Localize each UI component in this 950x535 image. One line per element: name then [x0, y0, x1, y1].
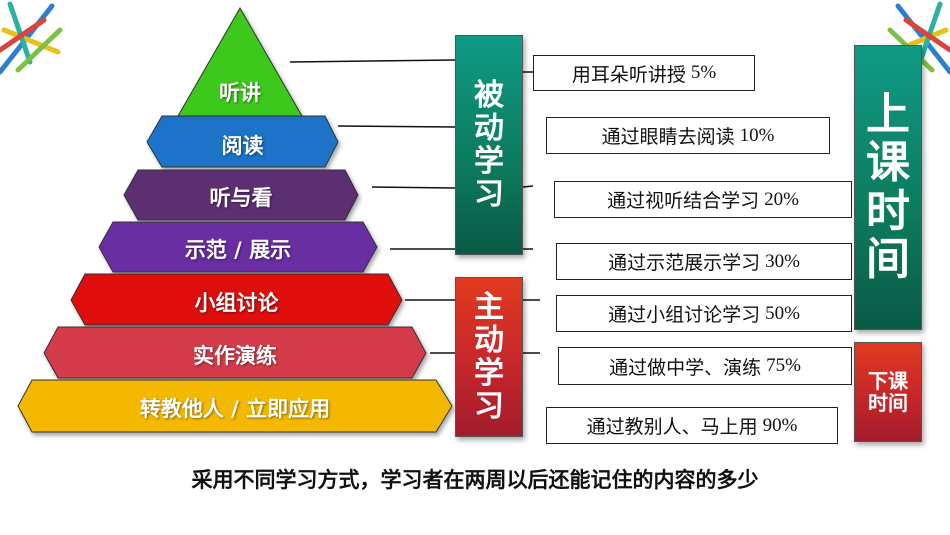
- pyramid-label-discussion: 小组讨论: [194, 291, 279, 315]
- after-class-line-1: 下课: [868, 369, 908, 393]
- pyramid-layer-demonstration: [98, 221, 378, 273]
- retention-text: 通过小组讨论学习: [608, 304, 761, 326]
- pyramid-label-reading: 阅读: [221, 134, 264, 158]
- pyramid-label-audiovisual: 听与看: [209, 186, 273, 210]
- pyramid-layer-reading: [146, 115, 339, 168]
- passive-char-2: 动: [474, 111, 504, 146]
- retention-percent: 10%: [739, 124, 775, 146]
- retention-text: 通过教别人、马上用: [586, 416, 758, 438]
- active-learning-bar: 主 动 学 习: [455, 277, 523, 437]
- in-class-time-bar: 上 课 时 间: [854, 45, 922, 330]
- pyramid-label-listening: 听讲: [219, 81, 261, 105]
- retention-percent: 50%: [765, 302, 800, 324]
- in-class-char-1: 上: [866, 88, 910, 140]
- pyramid-label-teach-others: 转教他人 / 立即应用: [139, 397, 331, 421]
- retention-percent: 5%: [690, 62, 717, 83]
- pyramid-layer-discussion: [70, 273, 403, 326]
- corner-decoration-left: [0, 1, 63, 75]
- in-class-char-3: 时: [866, 185, 910, 237]
- after-class-time-box: 下课 时间: [854, 342, 922, 442]
- active-char-4: 习: [474, 389, 504, 424]
- retention-percent: 90%: [762, 414, 798, 436]
- retention-text: 通过眼睛去阅读: [601, 126, 735, 148]
- in-class-char-4: 间: [866, 233, 910, 285]
- retention-text: 用耳朵听讲授: [571, 63, 686, 86]
- retention-percent: 75%: [766, 355, 801, 376]
- retention-text: 通过示范展示学习: [608, 252, 761, 274]
- passive-char-4: 习: [474, 177, 504, 212]
- connector-lines: [289, 59, 540, 354]
- active-char-2: 动: [474, 323, 504, 358]
- passive-char-1: 被: [474, 78, 504, 113]
- passive-char-3: 学: [474, 144, 504, 179]
- pyramid-layer-practice: [43, 326, 427, 379]
- retention-percent: 20%: [764, 188, 799, 210]
- active-char-1: 主: [474, 290, 504, 325]
- active-char-3: 学: [474, 356, 504, 391]
- pyramid-label-demonstration: 示范 / 展示: [184, 238, 292, 262]
- retention-percent: 30%: [765, 250, 800, 272]
- after-class-line-2: 时间: [868, 391, 908, 415]
- corner-decoration-right: [887, 1, 950, 75]
- pyramid-label-practice: 实作演练: [193, 344, 277, 368]
- passive-learning-bar: 被 动 学 习: [455, 35, 523, 255]
- in-class-char-2: 课: [866, 137, 910, 189]
- diagram-caption: 采用不同学习方式，学习者在两周以后还能记住的内容的多少: [191, 468, 759, 492]
- pyramid-layer-teach-others: [17, 379, 453, 433]
- retention-text: 通过做中学、演练: [609, 356, 762, 379]
- retention-text: 通过视听结合学习: [607, 190, 760, 212]
- pyramid-layer-audiovisual: [123, 169, 359, 221]
